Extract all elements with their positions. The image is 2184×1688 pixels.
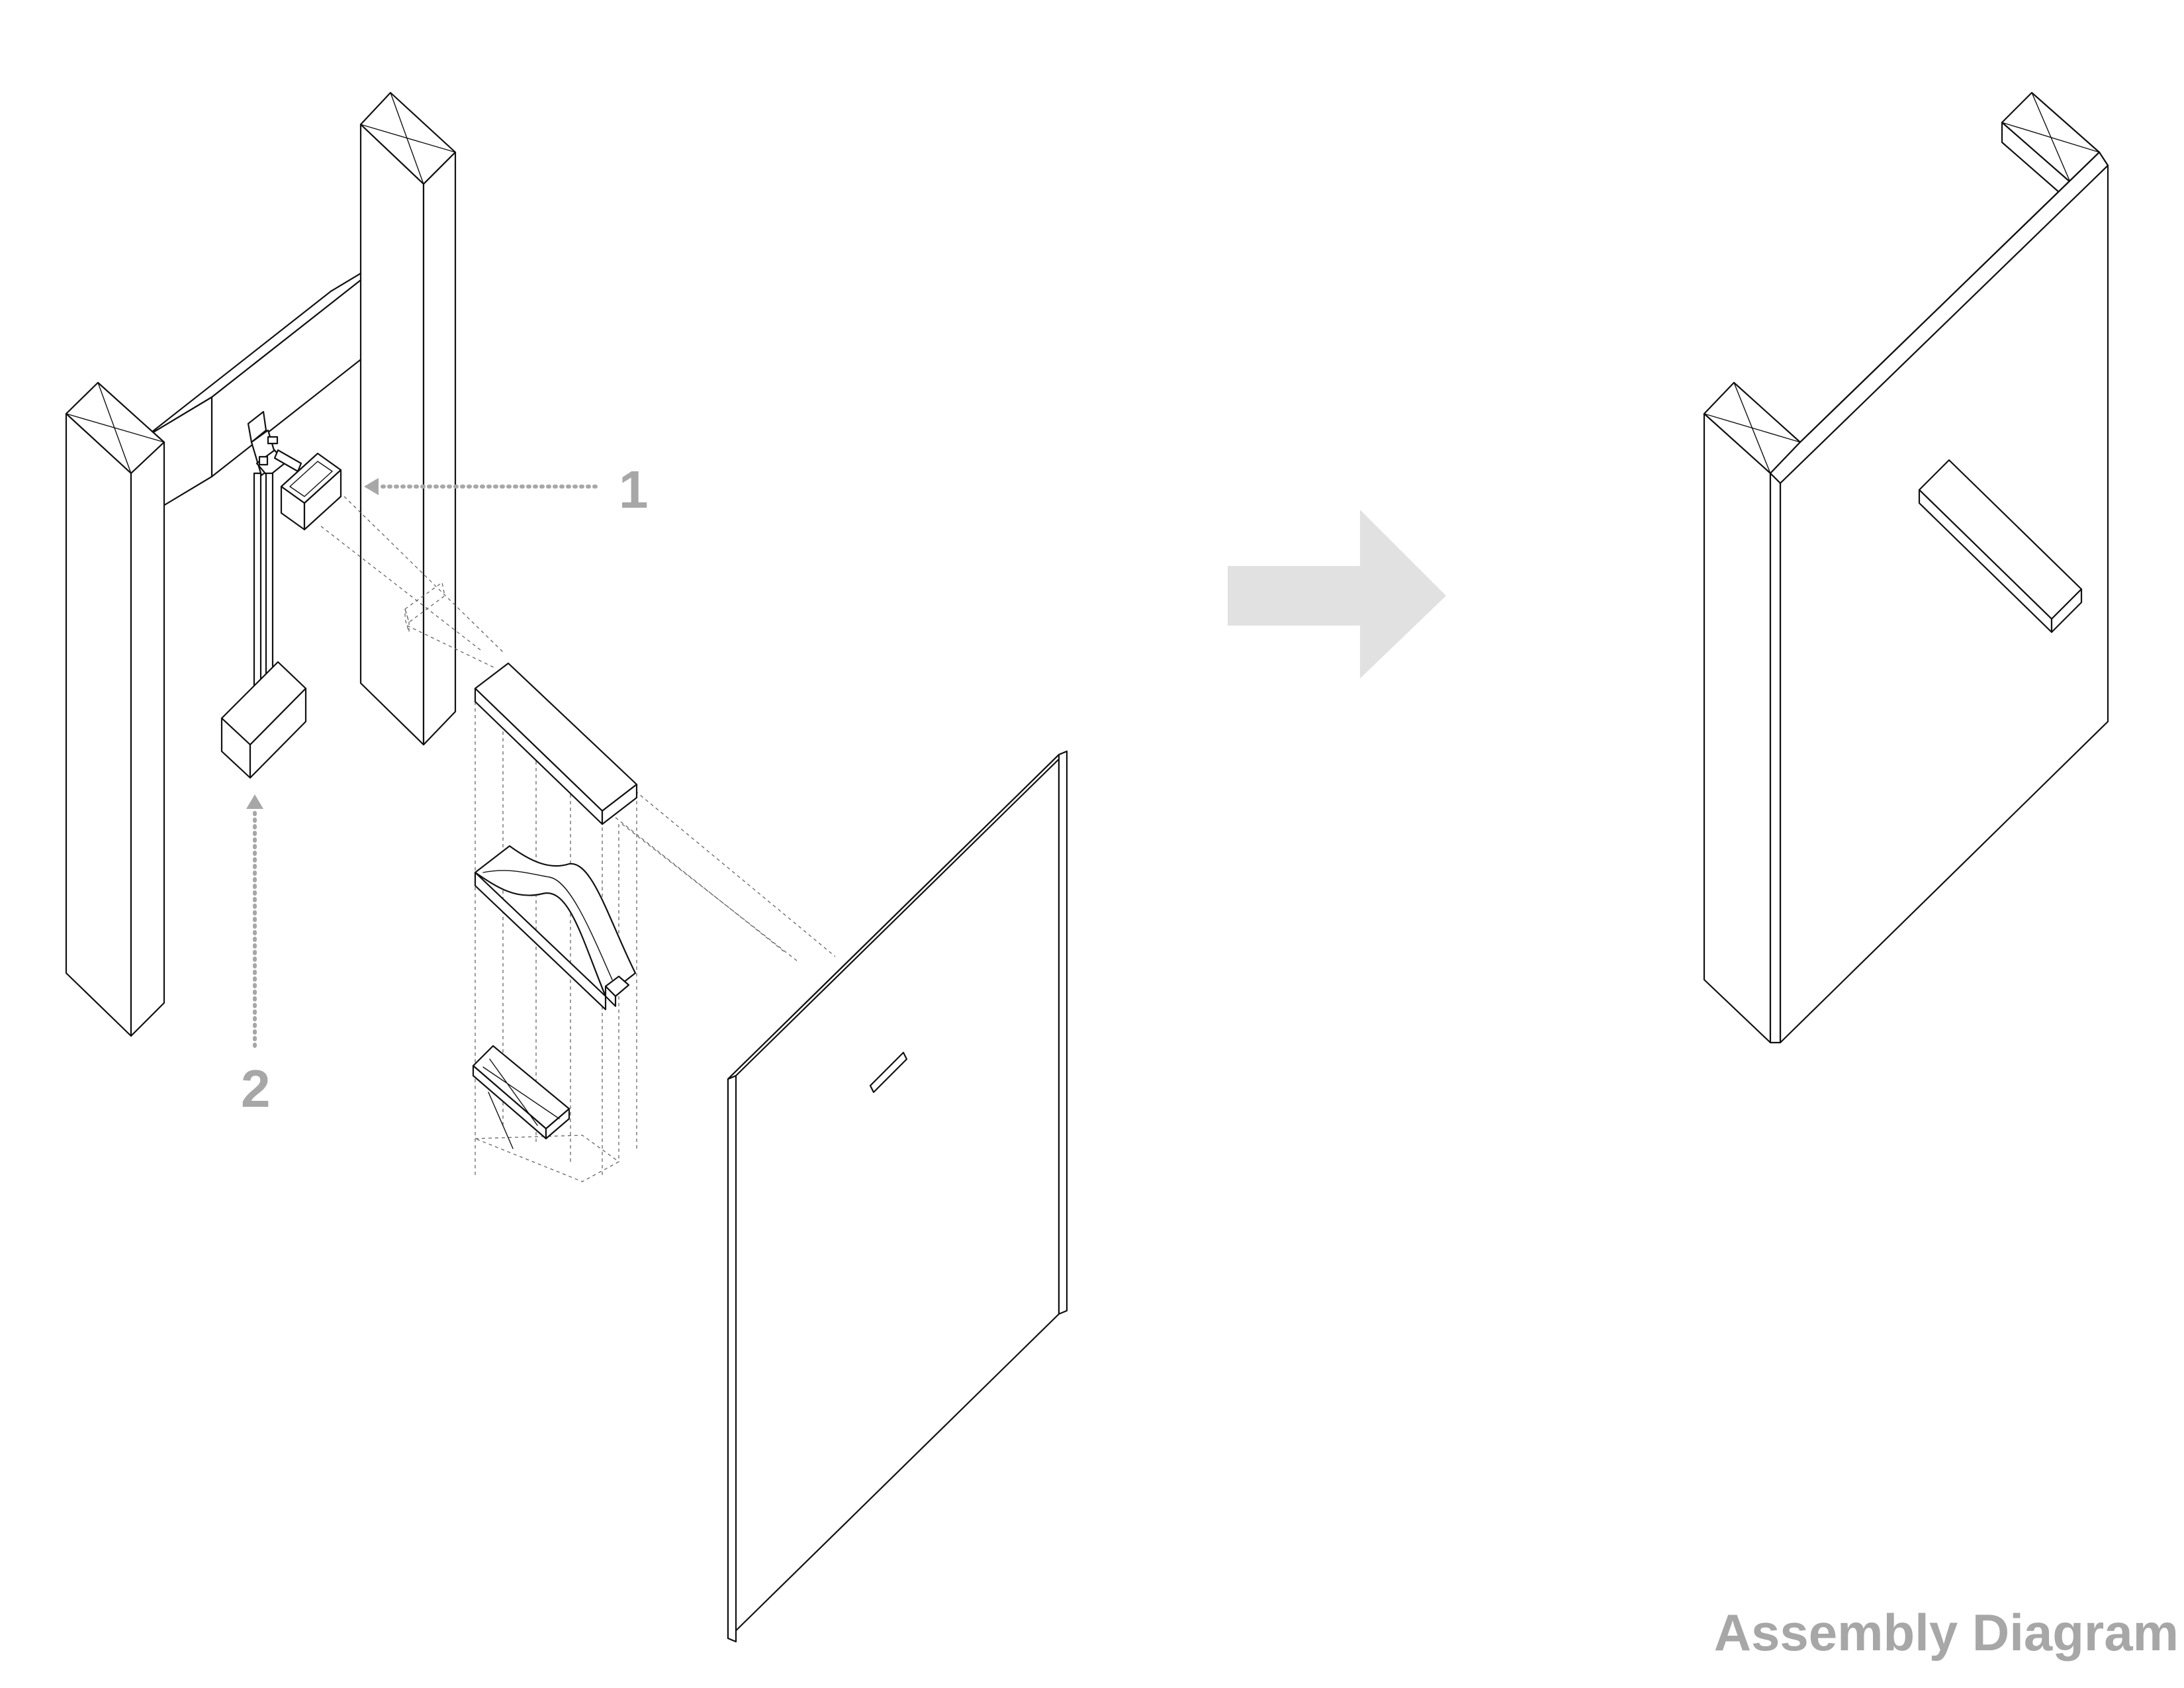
- component-1-box: [280, 452, 342, 531]
- front-panel: [727, 750, 1068, 1643]
- diagram-caption: Assembly Diagram: [1713, 1603, 2179, 1662]
- vertical-rod: [253, 472, 274, 700]
- rear-post: [359, 91, 457, 746]
- curved-channel: [474, 845, 637, 1011]
- base-block: [220, 661, 307, 779]
- shelf-piece: [474, 662, 638, 825]
- callout-1-label: 1: [619, 460, 649, 519]
- callout-2-label: 2: [241, 1059, 271, 1118]
- small-tray: [472, 1045, 570, 1149]
- callout-1-leader: [364, 478, 598, 495]
- assembled-result: [1703, 91, 2109, 1044]
- assembled-shelf: [1918, 459, 2083, 633]
- assembled-front-post: [1703, 381, 1801, 1044]
- exploded-assembly: [65, 91, 1068, 1643]
- panel-slot: [869, 1051, 908, 1094]
- transition-arrow: [1228, 510, 1446, 679]
- wall-bracket: [247, 410, 302, 478]
- assembled-panel: [1769, 151, 2109, 1044]
- callout-2-leader: [246, 794, 263, 1048]
- front-post: [65, 381, 165, 1037]
